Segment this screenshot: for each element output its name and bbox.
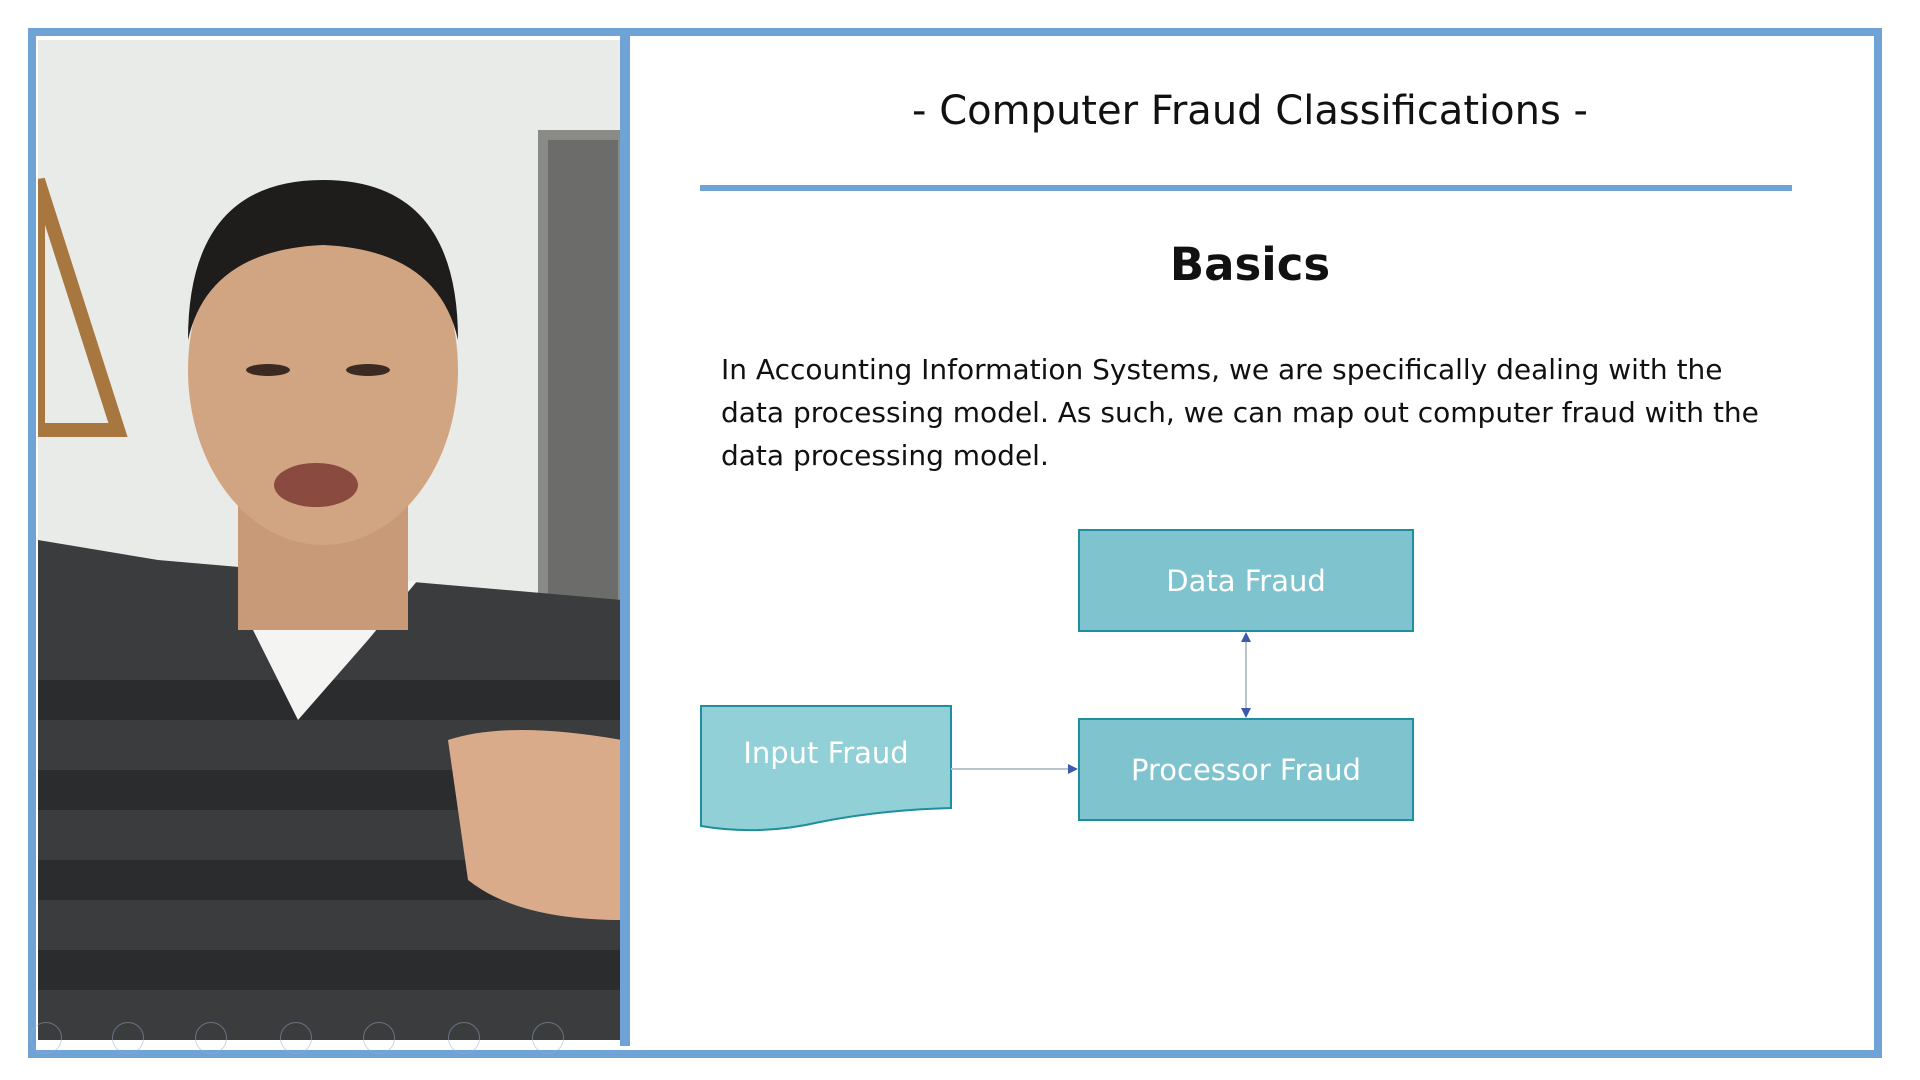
data-fraud-box: Data Fraud	[1078, 529, 1414, 632]
arrowhead	[1241, 632, 1251, 642]
player-control-icon[interactable]	[448, 1022, 480, 1054]
video-controls	[0, 1022, 620, 1062]
player-control-icon[interactable]	[112, 1022, 144, 1054]
player-control-icon[interactable]	[363, 1022, 395, 1054]
input-document-shape	[700, 705, 952, 832]
panel-divider	[620, 36, 630, 1046]
processor-fraud-box: Processor Fraud	[1078, 718, 1414, 821]
slide-paragraph: In Accounting Information Systems, we ar…	[721, 353, 1759, 472]
slide-title: - Computer Fraud Classifications -	[912, 88, 1588, 134]
player-control-icon[interactable]	[280, 1022, 312, 1054]
presenter-image	[38, 40, 622, 1040]
player-control-icon[interactable]	[30, 1022, 62, 1054]
arrowhead	[1068, 764, 1078, 774]
slide-heading: Basics	[1169, 238, 1331, 291]
arrowhead	[1241, 708, 1251, 718]
input-fraud-label: Input Fraud	[743, 736, 909, 770]
data-fraud-label: Data Fraud	[1166, 563, 1326, 598]
player-control-icon[interactable]	[195, 1022, 227, 1054]
title-rule	[700, 185, 1792, 191]
processor-fraud-label: Processor Fraud	[1131, 752, 1361, 787]
presenter-video[interactable]	[38, 40, 622, 1040]
player-control-icon[interactable]	[532, 1022, 564, 1054]
